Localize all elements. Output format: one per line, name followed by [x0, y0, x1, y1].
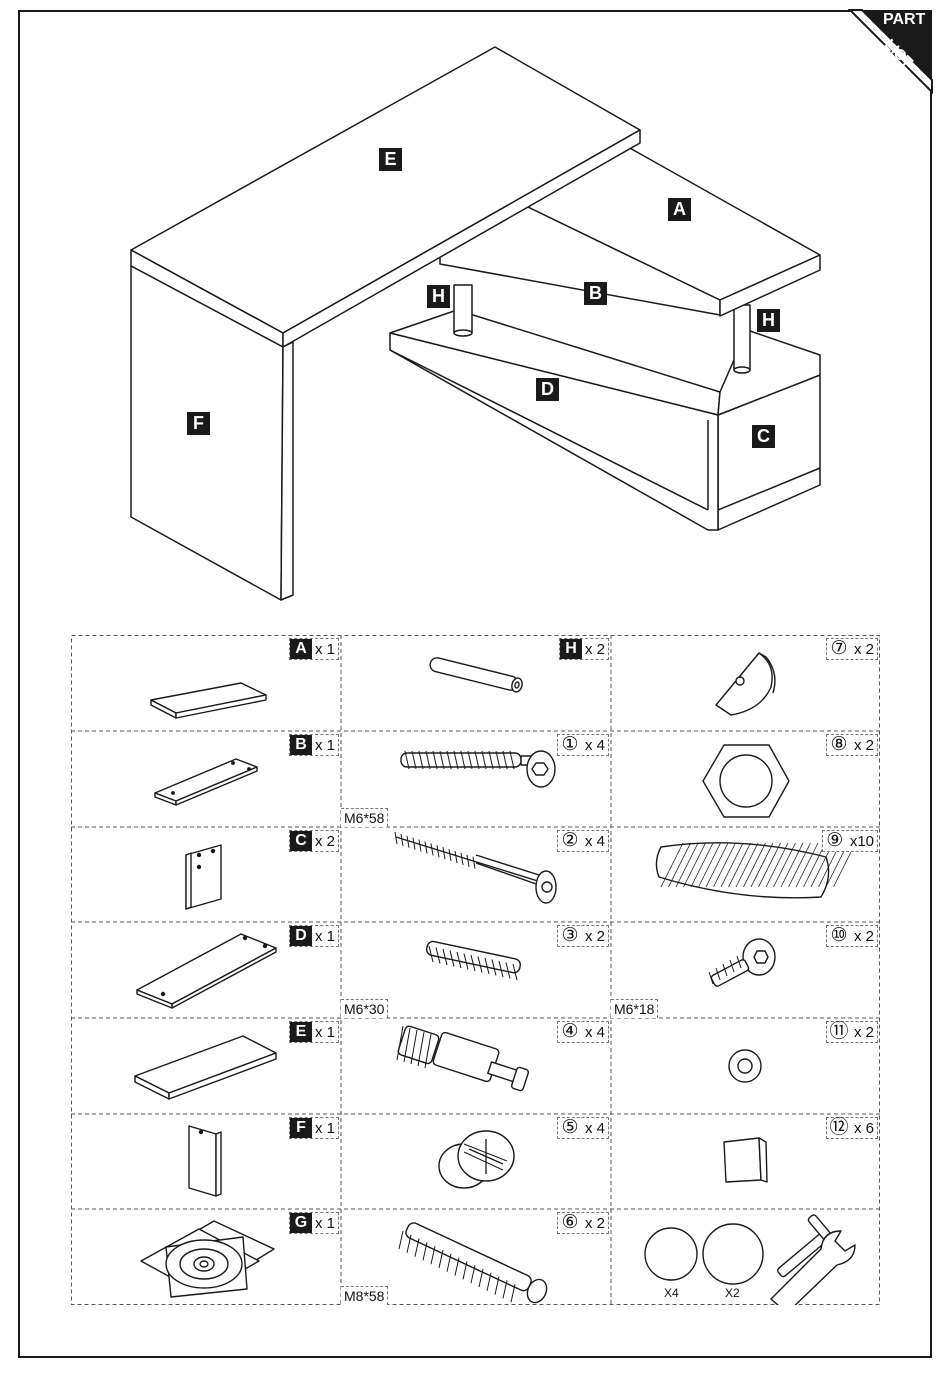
assembly-label-h-left: H — [427, 285, 450, 308]
part-key: ⑩ — [827, 926, 851, 946]
part-key: ③ — [558, 926, 582, 946]
part-size-label: M6*30 — [341, 999, 388, 1018]
part-size-label: M6*18 — [611, 999, 658, 1018]
part-quantity: x 1 — [312, 1120, 338, 1137]
part-key: ② — [558, 831, 582, 851]
part-size-label: M8*58 — [341, 1286, 388, 1305]
part-key: ① — [558, 735, 582, 755]
part-key: ⑫ — [827, 1118, 851, 1138]
assembly-label-f: F — [187, 412, 210, 435]
part-quantity: x 1 — [312, 737, 338, 754]
part-key: ⑨ — [823, 831, 847, 851]
assembly-label-e: E — [379, 148, 402, 171]
part-quantity: x 4 — [582, 833, 608, 850]
part-quantity: x 2 — [851, 641, 877, 658]
part-key: G — [290, 1213, 312, 1233]
assembly-drawing — [0, 0, 950, 630]
part-quantity: x 2 — [851, 737, 877, 754]
part-key: D — [290, 926, 312, 946]
part-quantity: x 2 — [582, 928, 608, 945]
part-key: A — [290, 639, 312, 659]
assembly-label-a: A — [668, 198, 691, 221]
part-quantity: x 4 — [582, 1024, 608, 1041]
part-tools-icon — [611, 1209, 880, 1305]
part-key: ⑦ — [827, 639, 851, 659]
part-cell-tools: X4 X2 — [611, 1209, 880, 1305]
part-quantity: x 1 — [312, 1215, 338, 1232]
assembly-label-c: C — [752, 425, 775, 448]
ball-large-quantity: X2 — [725, 1286, 740, 1300]
assembly-label-d: D — [536, 378, 559, 401]
part-key: F — [290, 1118, 312, 1138]
part-cell-h: Hx 2 — [341, 635, 611, 731]
part-quantity: x 2 — [851, 928, 877, 945]
part-key: E — [290, 1022, 312, 1042]
assembly-label-h-right: H — [757, 309, 780, 332]
part-quantity: x 4 — [582, 737, 608, 754]
part-quantity: x 1 — [312, 1024, 338, 1041]
part-quantity: x 2 — [312, 833, 338, 850]
part-key: B — [290, 735, 312, 755]
part-quantity: x 6 — [851, 1120, 877, 1137]
part-size-label: M6*58 — [341, 808, 388, 827]
part-key: ⑥ — [558, 1213, 582, 1233]
part-key: H — [560, 639, 582, 659]
part-quantity: x 1 — [312, 928, 338, 945]
part-quantity: x 2 — [851, 1024, 877, 1041]
part-key: ⑤ — [558, 1118, 582, 1138]
part-cell-4: ④x 4 — [341, 1018, 611, 1114]
part-quantity: x 2 — [582, 1215, 608, 1232]
part-badge: ⑩x 2 — [826, 925, 878, 947]
part-quantity: x 1 — [312, 641, 338, 658]
part-key: C — [290, 831, 312, 851]
part-quantity: x10 — [847, 833, 877, 850]
part-quantity: x 4 — [582, 1120, 608, 1137]
part-key: ④ — [558, 1022, 582, 1042]
assembly-label-b: B — [584, 282, 607, 305]
part-quantity: x 2 — [582, 641, 608, 658]
part-key: ⑧ — [827, 735, 851, 755]
part-key: ⑪ — [827, 1022, 851, 1042]
ball-quantity: X4 — [664, 1286, 679, 1300]
